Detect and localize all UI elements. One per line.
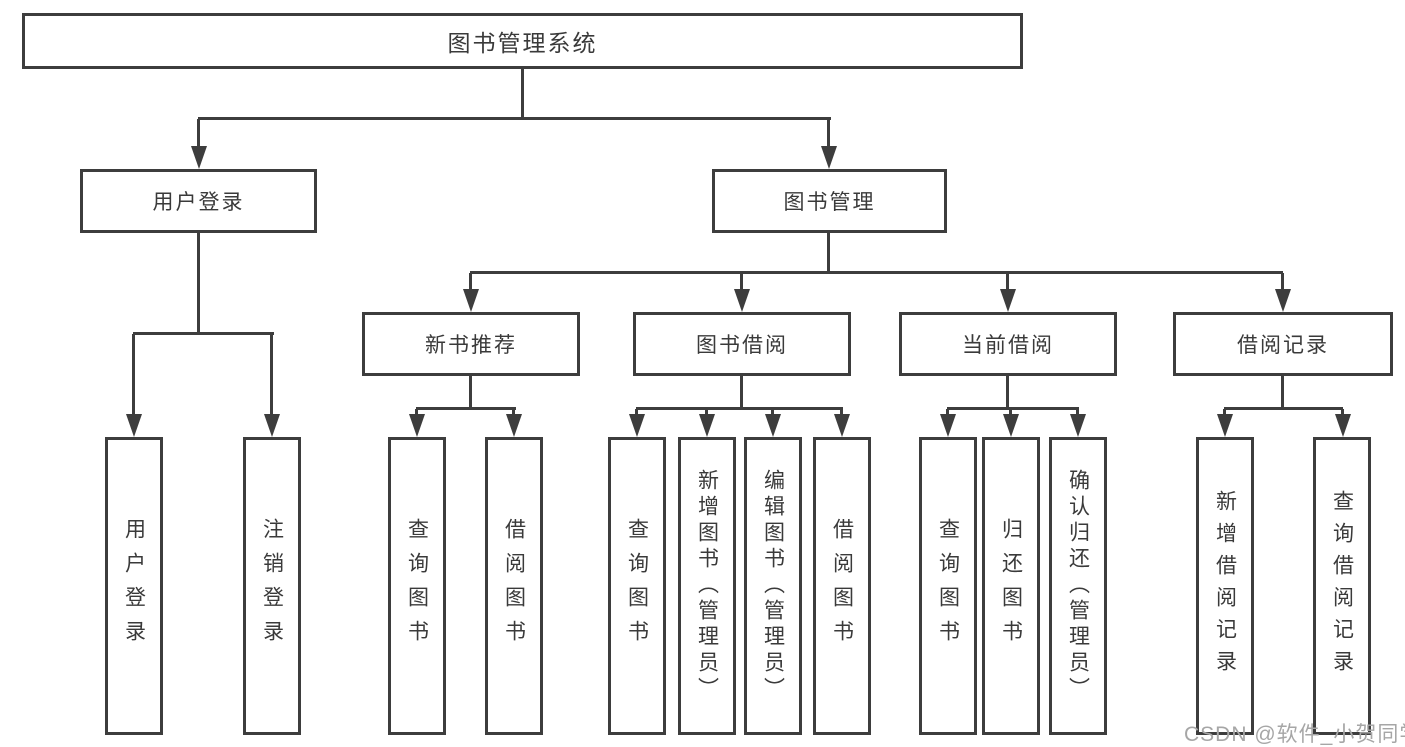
leaf-label: 归还图书 — [999, 518, 1023, 654]
node-label: 图书管理 — [783, 191, 876, 214]
arrow-down-icon — [264, 414, 280, 437]
arrow-down-icon — [1335, 414, 1351, 437]
arrow-down-icon — [506, 414, 522, 437]
leaf-user-login: 用户登录 — [105, 437, 163, 735]
connector-book-management-split — [470, 271, 1283, 274]
leaf-label: 编辑图书（管理员） — [761, 469, 785, 703]
connector-stub — [512, 409, 515, 416]
arrow-down-icon — [463, 289, 479, 312]
arrow-down-icon — [1217, 414, 1233, 437]
connector-stub — [1009, 409, 1012, 416]
arrow-down-icon — [1003, 414, 1019, 437]
csdn-watermark: CSDN @软件_小贺同学 — [1184, 723, 1405, 746]
connector-stub — [946, 409, 949, 416]
connector-drop-borrow-records — [1281, 273, 1284, 292]
leaf-add-books-admin: 新增图书（管理员） — [678, 437, 736, 735]
leaf-label: 注销登录 — [260, 518, 284, 654]
connector-current-borrow-trunk — [1006, 376, 1009, 409]
arrow-down-icon — [765, 414, 781, 437]
connector-stub — [635, 409, 638, 416]
connector-stub — [1223, 409, 1226, 416]
connector-book-borrow-split — [636, 407, 843, 410]
leaf-label: 查询图书 — [405, 518, 429, 654]
leaf-label: 新增借阅记录 — [1213, 490, 1237, 682]
arrow-down-icon — [699, 414, 715, 437]
node-new-book-recommend: 新书推荐 — [362, 312, 580, 376]
connector-drop-login-leaf — [132, 334, 135, 416]
leaf-return-books: 归还图书 — [982, 437, 1040, 735]
leaf-label: 查询借阅记录 — [1330, 490, 1354, 682]
leaf-borrow-books: 借阅图书 — [813, 437, 871, 735]
arrow-down-icon — [629, 414, 645, 437]
leaf-borrow-books-recommend: 借阅图书 — [485, 437, 543, 735]
connector-root-split — [198, 117, 831, 120]
leaf-label: 用户登录 — [122, 518, 146, 654]
connector-user-login-split — [133, 332, 274, 335]
node-label: 新书推荐 — [425, 334, 517, 357]
connector-new-book-trunk — [469, 376, 472, 409]
node-label: 图书借阅 — [696, 334, 788, 357]
connector-drop-book-borrow — [740, 273, 743, 292]
arrow-down-icon — [1275, 289, 1291, 312]
arrow-down-icon — [734, 289, 750, 312]
connector-drop-new-book — [469, 273, 472, 292]
leaf-query-books-borrowing: 查询图书 — [608, 437, 666, 735]
node-library-management-system: 图书管理系统 — [22, 13, 1023, 69]
leaf-label: 借阅图书 — [502, 518, 526, 654]
arrow-down-icon — [834, 414, 850, 437]
leaf-query-books-current: 查询图书 — [919, 437, 977, 735]
leaf-logout: 注销登录 — [243, 437, 301, 735]
connector-drop-logout-leaf — [270, 334, 273, 416]
arrow-down-icon — [409, 414, 425, 437]
node-book-borrowing: 图书借阅 — [633, 312, 851, 376]
node-label: 借阅记录 — [1237, 334, 1329, 357]
connector-drop-user-login — [197, 119, 200, 149]
leaf-confirm-return-admin: 确认归还（管理员） — [1049, 437, 1107, 735]
connector-borrow-records-trunk — [1281, 376, 1284, 409]
leaf-label: 新增图书（管理员） — [695, 469, 719, 703]
leaf-query-books-recommend: 查询图书 — [388, 437, 446, 735]
arrow-down-icon — [821, 146, 837, 169]
leaf-edit-books-admin: 编辑图书（管理员） — [744, 437, 802, 735]
leaf-label: 查询图书 — [936, 518, 960, 654]
node-book-management: 图书管理 — [712, 169, 947, 233]
arrow-down-icon — [1000, 289, 1016, 312]
arrow-down-icon — [940, 414, 956, 437]
node-label: 图书管理系统 — [447, 30, 598, 56]
node-borrowing-records: 借阅记录 — [1173, 312, 1393, 376]
connector-borrow-records-split — [1224, 407, 1343, 410]
leaf-add-borrow-record: 新增借阅记录 — [1196, 437, 1254, 735]
connector-drop-book-management — [827, 119, 830, 149]
connector-stub — [771, 409, 774, 416]
node-current-borrowing: 当前借阅 — [899, 312, 1117, 376]
node-user-login: 用户登录 — [80, 169, 317, 233]
connector-stub — [415, 409, 418, 416]
connector-stub — [1341, 409, 1344, 416]
node-label: 用户登录 — [152, 191, 245, 214]
connector-user-login-trunk — [197, 233, 200, 334]
connector-stub — [705, 409, 708, 416]
arrow-down-icon — [126, 414, 142, 437]
connector-drop-current-borrow — [1006, 273, 1009, 292]
connector-stub — [1076, 409, 1079, 416]
leaf-query-borrow-record: 查询借阅记录 — [1313, 437, 1371, 735]
node-label: 当前借阅 — [962, 334, 1054, 357]
arrow-down-icon — [1070, 414, 1086, 437]
connector-root-trunk — [521, 69, 524, 120]
connector-book-management-trunk — [827, 233, 830, 273]
leaf-label: 借阅图书 — [830, 518, 854, 654]
connector-stub — [840, 409, 843, 416]
leaf-label: 确认归还（管理员） — [1066, 469, 1090, 703]
leaf-label: 查询图书 — [625, 518, 649, 654]
connector-new-book-split — [416, 407, 516, 410]
arrow-down-icon — [191, 146, 207, 169]
connector-current-borrow-split — [947, 407, 1079, 410]
connector-book-borrow-trunk — [740, 376, 743, 409]
